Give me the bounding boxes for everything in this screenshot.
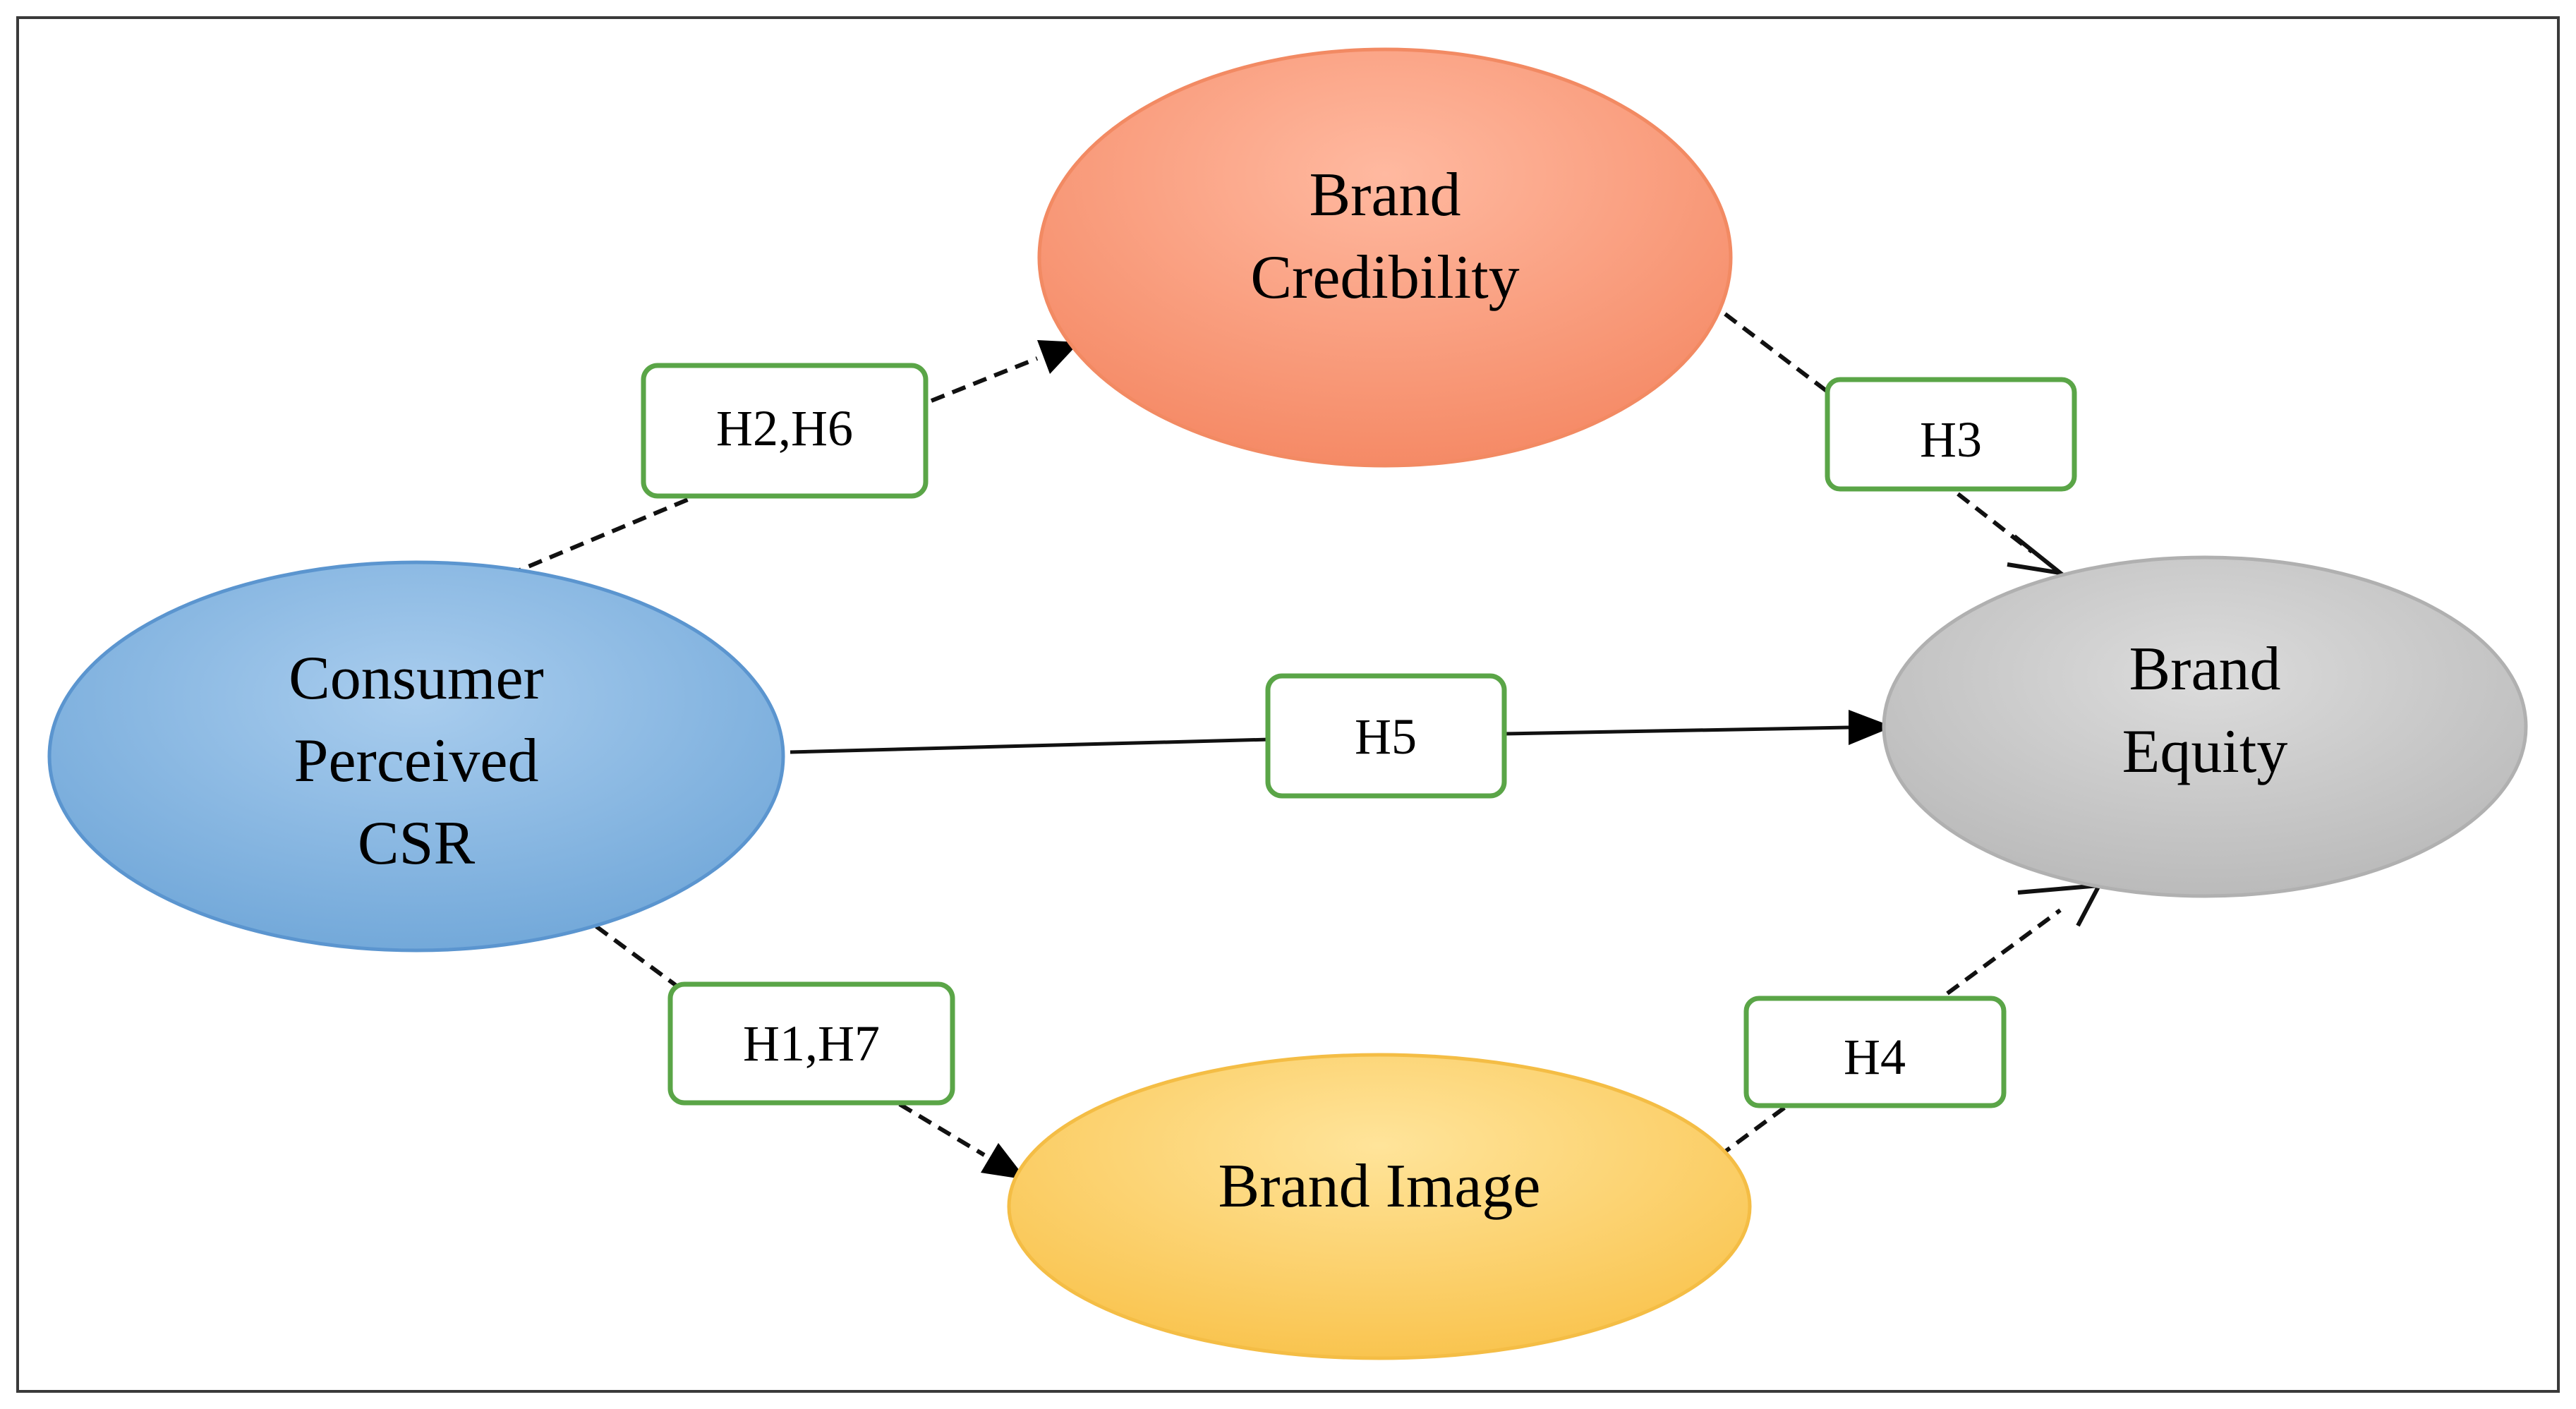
hypothesis-h2-h6: H2,H6 xyxy=(641,363,929,499)
hypothesis-label: H3 xyxy=(1920,411,1982,468)
edge-csr-to-credibility xyxy=(507,340,1080,577)
node-label: Brand xyxy=(1309,161,1461,229)
node-label: Equity xyxy=(2122,718,2288,786)
node-label: Consumer xyxy=(289,644,544,713)
node-brand-image: Brand Image xyxy=(1007,1053,1752,1360)
hypothesis-h1-h7: H1,H7 xyxy=(667,981,955,1106)
hypothesis-label: H2,H6 xyxy=(716,400,853,456)
hypothesis-h3: H3 xyxy=(1825,377,2077,492)
node-label: CSR xyxy=(358,809,476,878)
hypothesis-label: H1,H7 xyxy=(743,1015,880,1072)
edge-csr-to-image xyxy=(595,924,1027,1180)
arrowhead xyxy=(1849,710,1893,745)
arrowhead xyxy=(1037,340,1080,374)
node-label: Credibility xyxy=(1250,243,1519,312)
arrowhead xyxy=(2007,534,2068,576)
node-consumer-perceived-csr: Consumer Perceived CSR xyxy=(47,560,785,953)
node-brand-equity: Brand Equity xyxy=(1882,555,2528,898)
hypothesis-h5: H5 xyxy=(1265,673,1507,799)
arrowhead xyxy=(981,1143,1027,1180)
node-brand-credibility: Brand Credibility xyxy=(1037,47,1733,468)
hypothesis-label: H4 xyxy=(1844,1029,1906,1085)
node-label: Brand xyxy=(2129,635,2280,703)
figure-frame xyxy=(16,16,2560,1393)
node-label: Perceived xyxy=(294,727,539,795)
node-label: Brand Image xyxy=(1219,1152,1541,1221)
hypothesis-h4: H4 xyxy=(1743,996,2007,1108)
edge-csr-to-equity xyxy=(790,710,1893,754)
hypothesis-label: H5 xyxy=(1355,708,1417,765)
edge-credibility-to-equity xyxy=(1724,312,2068,576)
arrowhead xyxy=(2017,883,2103,927)
